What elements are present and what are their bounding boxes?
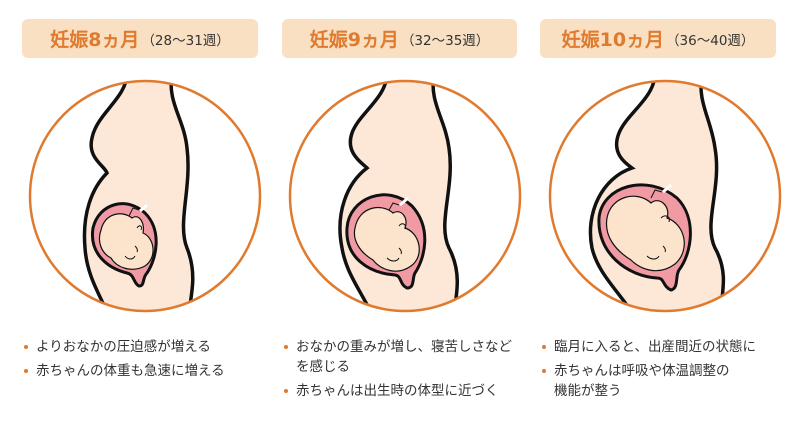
- weeks-label: （36〜40週）: [666, 32, 755, 49]
- pregnant-body-8-months-icon: [28, 79, 262, 313]
- bullet-icon: [24, 369, 28, 373]
- bullet-icon: [284, 345, 288, 349]
- list-item: 赤ちゃんは出生時の体型に近づく: [280, 381, 520, 401]
- stage-label: 妊娠10ヵ月 （36〜40週）: [540, 19, 776, 58]
- notes-list: おなかの重みが増し、寝苦しさなどを感じる 赤ちゃんは出生時の体型に近づく: [280, 337, 520, 405]
- list-item: おなかの重みが増し、寝苦しさなどを感じる: [280, 337, 520, 377]
- stage-8-months: 妊娠8ヵ月 （28〜31週） よりおなかの圧迫感が増える 赤ちゃんの体重も急速に…: [14, 0, 274, 422]
- notes-list: よりおなかの圧迫感が増える 赤ちゃんの体重も急速に増える: [20, 337, 274, 385]
- weeks-label: （32〜35週）: [400, 32, 490, 49]
- pregnant-body-9-months-icon: [288, 79, 522, 313]
- bullet-icon: [542, 345, 546, 349]
- notes-list: 臨月に入ると、出産間近の状態に 赤ちゃんは呼吸や体温調整の機能が整う: [538, 337, 792, 405]
- month-label: 妊娠9ヵ月: [309, 29, 399, 51]
- stage-10-months: 妊娠10ヵ月 （36〜40週） 臨月に入ると、出産間近の状態に 赤ちゃんは呼吸や…: [534, 0, 794, 422]
- weeks-label: （28〜31週）: [141, 32, 230, 49]
- pregnant-body-10-months-icon: [548, 79, 782, 313]
- list-item: 臨月に入ると、出産間近の状態に: [538, 337, 792, 357]
- stage-9-months: 妊娠9ヵ月 （32〜35週） おなかの重みが増し、寝苦しさなどを感じる 赤ちゃん…: [274, 0, 534, 422]
- list-item: 赤ちゃんの体重も急速に増える: [20, 361, 274, 381]
- stage-label: 妊娠8ヵ月 （28〜31週）: [22, 19, 258, 58]
- stage-label: 妊娠9ヵ月 （32〜35週）: [282, 19, 517, 58]
- list-item: 赤ちゃんは呼吸や体温調整の機能が整う: [538, 361, 792, 401]
- month-label: 妊娠8ヵ月: [50, 29, 140, 51]
- list-item: よりおなかの圧迫感が増える: [20, 337, 274, 357]
- bullet-icon: [284, 389, 288, 393]
- bullet-icon: [24, 345, 28, 349]
- bullet-icon: [542, 369, 546, 373]
- month-label: 妊娠10ヵ月: [561, 29, 665, 51]
